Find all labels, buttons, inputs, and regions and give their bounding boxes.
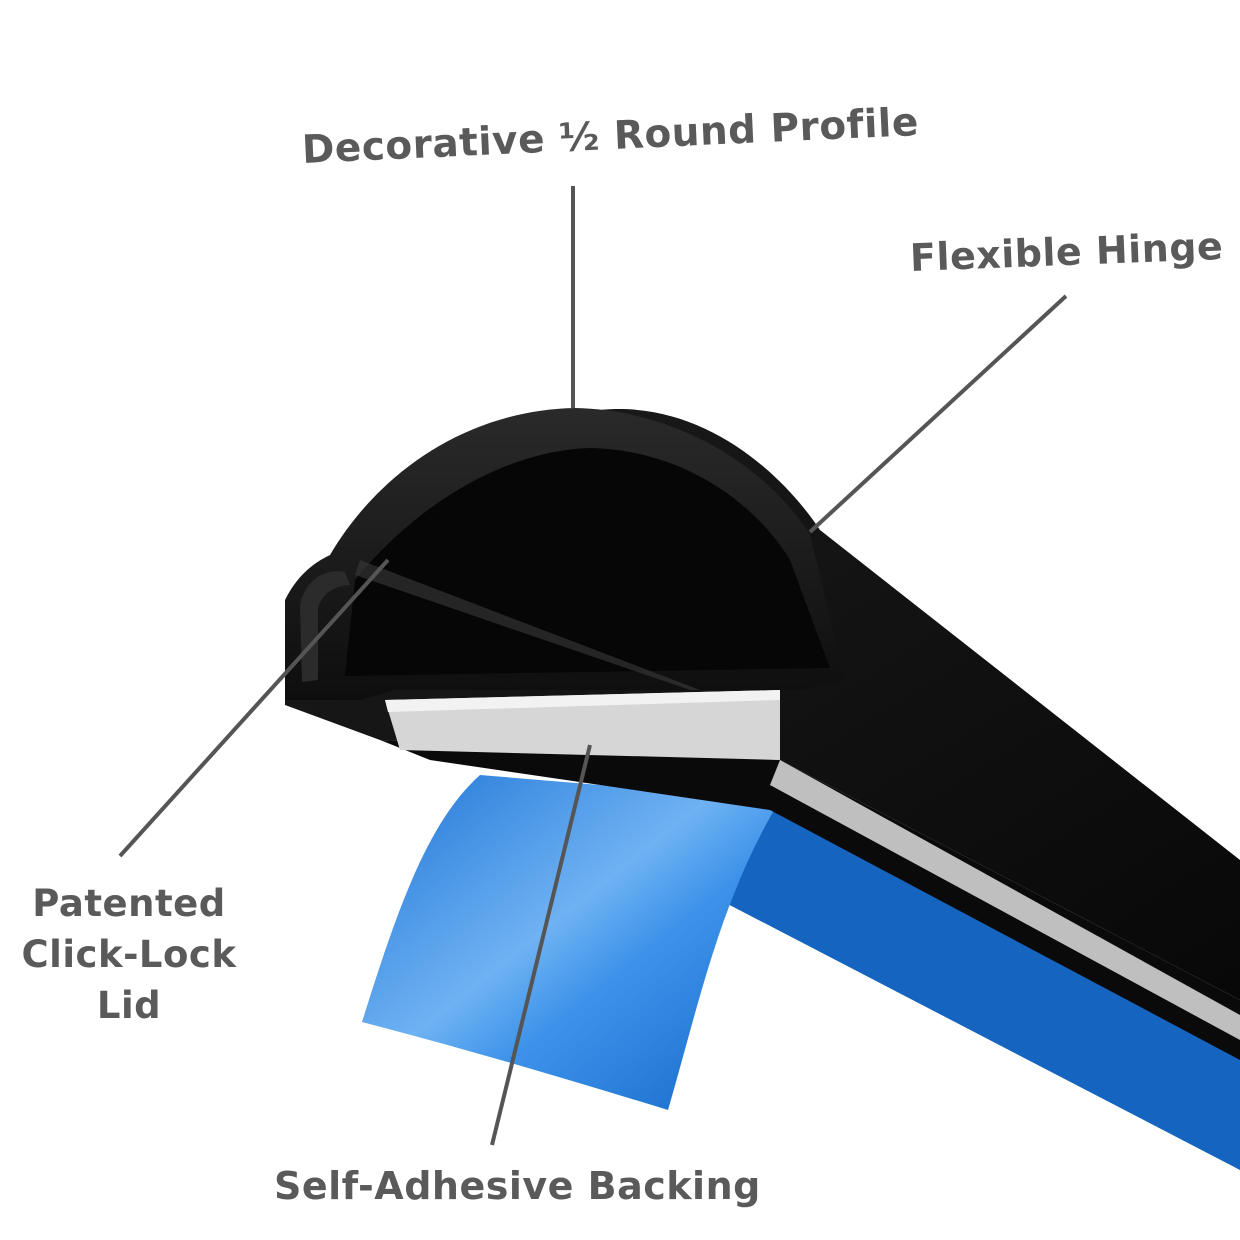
callout-lid: Patented Click-Lock Lid bbox=[18, 878, 240, 1031]
callout-lid-line-3: Lid bbox=[96, 984, 162, 1027]
callout-lid-line-1: Patented bbox=[32, 882, 226, 925]
cavity-highlight bbox=[355, 560, 700, 690]
backing-tape-peel bbox=[362, 775, 780, 1110]
leader-line-lid bbox=[118, 558, 390, 858]
callout-backing: Self-Adhesive Backing bbox=[274, 1164, 761, 1208]
callout-lid-line-2: Click-Lock bbox=[21, 933, 237, 976]
leader-line-backing bbox=[490, 744, 592, 1146]
profile-cavity bbox=[345, 448, 830, 676]
adhesive-strip-top-edge bbox=[385, 690, 780, 712]
adhesive-strip-length bbox=[770, 760, 1240, 1040]
click-lock-lip bbox=[300, 571, 350, 682]
backing-tape-underside bbox=[700, 760, 1240, 1170]
leader-line-hinge bbox=[808, 294, 1068, 534]
